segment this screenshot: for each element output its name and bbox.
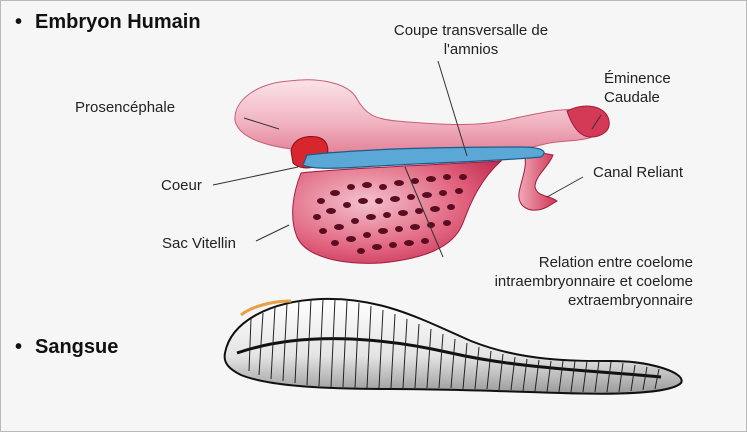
label-relation: Relation entre coelome intraembryonnaire… bbox=[421, 253, 693, 310]
label-prosencephale: Prosencéphale bbox=[75, 98, 175, 117]
label-amnios-line1: Coupe transversalle de bbox=[376, 21, 566, 40]
label-eminence: Éminence Caudale bbox=[604, 69, 724, 107]
label-amnios-line2: l'amnios bbox=[376, 40, 566, 59]
label-relation-line3: extraembryonnaire bbox=[421, 291, 693, 310]
leech bbox=[225, 299, 682, 394]
label-amnios: Coupe transversalle de l'amnios bbox=[376, 21, 566, 59]
embryo-body bbox=[235, 80, 603, 156]
label-eminence-line2: Caudale bbox=[604, 88, 724, 107]
label-eminence-line1: Éminence bbox=[604, 69, 724, 88]
label-relation-line2: intraembryonnaire et coelome bbox=[421, 272, 693, 291]
label-sac-vitellin: Sac Vitellin bbox=[162, 234, 236, 253]
label-canal-reliant: Canal Reliant bbox=[593, 163, 683, 182]
yolk-sac bbox=[293, 161, 501, 263]
label-coeur: Coeur bbox=[161, 176, 202, 195]
label-relation-line1: Relation entre coelome bbox=[421, 253, 693, 272]
